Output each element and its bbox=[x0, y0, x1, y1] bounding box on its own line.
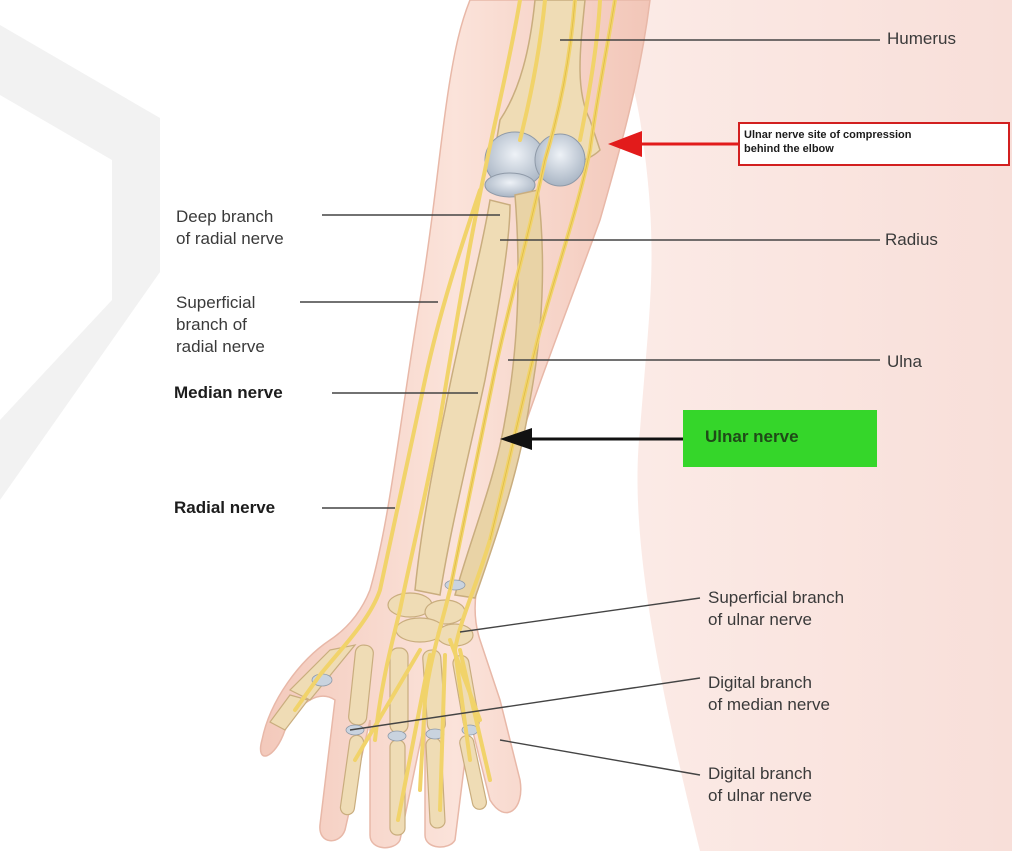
label-ulna: Ulna bbox=[887, 351, 922, 373]
label-humerus: Humerus bbox=[887, 28, 956, 50]
leader-digital-branch-ulnar bbox=[500, 740, 700, 775]
label-digital-branch-median: Digital branch of median nerve bbox=[708, 672, 830, 716]
label-deep-branch-radial: Deep branch of radial nerve bbox=[176, 206, 284, 250]
label-superficial-branch-radial: Superficial branch of radial nerve bbox=[176, 292, 265, 358]
label-median-nerve: Median nerve bbox=[174, 382, 283, 404]
label-superficial-branch-ulnar: Superficial branch of ulnar nerve bbox=[708, 587, 844, 631]
label-radial-nerve: Radial nerve bbox=[174, 497, 275, 519]
ulnar-nerve-callout: Ulnar nerve bbox=[683, 410, 877, 467]
label-digital-branch-ulnar: Digital branch of ulnar nerve bbox=[708, 763, 812, 807]
label-radius: Radius bbox=[885, 229, 938, 251]
compression-callout: Ulnar nerve site of compression behind t… bbox=[738, 122, 1010, 166]
